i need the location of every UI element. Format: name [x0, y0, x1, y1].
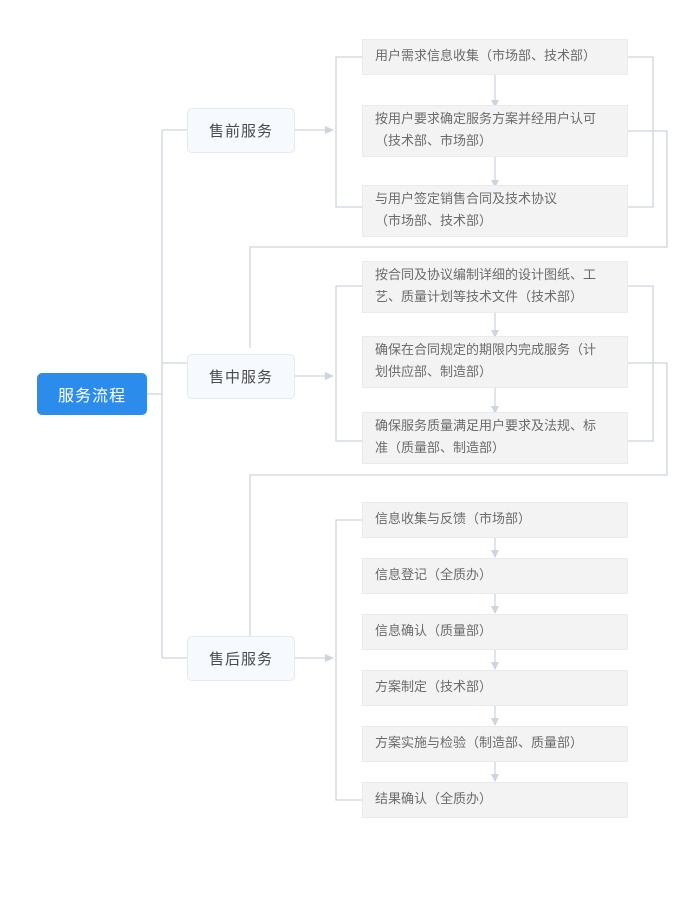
- step-line: 按合同及协议编制详细的设计图纸、工: [375, 268, 597, 283]
- step-lines: 确保服务质量满足用户要求及法规、标 准（质量部、制造部）: [375, 416, 596, 460]
- wire-insales-left-bracket: [335, 285, 362, 442]
- arrowhead-after-5-6: [491, 774, 499, 782]
- wire-presales-to-insales: [249, 130, 668, 348]
- step-line: 结果确认（全质办）: [375, 792, 493, 807]
- step-box[interactable]: 按合同及协议编制详细的设计图纸、工 艺、质量计划等技术文件（技术部）: [362, 261, 628, 313]
- wire-presales-right-bracket: [628, 56, 654, 208]
- arrowhead-aftersales: [325, 654, 334, 662]
- step-line: 准（质量部、制造部）: [375, 441, 506, 456]
- arrowhead-presales: [325, 126, 334, 134]
- arrowhead-insales: [325, 372, 334, 380]
- arrowhead-after-1-2: [491, 550, 499, 558]
- step-box[interactable]: 与用户签定销售合同及技术协议 （市场部、技术部）: [362, 185, 628, 237]
- step-lines: 与用户签定销售合同及技术协议 （市场部、技术部）: [375, 189, 557, 233]
- step-line: 信息登记（全质办）: [375, 568, 493, 583]
- category-node-after-sales[interactable]: 售后服务: [187, 636, 295, 681]
- wire-insales-to-aftersales: [249, 362, 668, 636]
- root-node-label: 服务流程: [57, 386, 126, 405]
- step-lines: 按合同及协议编制详细的设计图纸、工 艺、质量计划等技术文件（技术部）: [375, 265, 596, 309]
- category-node-pre-sales[interactable]: 售前服务: [187, 108, 295, 153]
- step-line: 艺、质量计划等技术文件（技术部）: [375, 290, 584, 305]
- arrowhead-after-3-4: [491, 662, 499, 670]
- wire-presales-left-bracket: [335, 56, 362, 208]
- root-node[interactable]: 服务流程: [37, 373, 147, 415]
- step-line: 与用户签定销售合同及技术协议: [375, 192, 558, 207]
- step-line: 信息收集与反馈（市场部）: [375, 512, 532, 527]
- step-line: 划供应部、制造部）: [375, 365, 493, 380]
- step-line: 确保服务质量满足用户要求及法规、标: [375, 419, 597, 434]
- step-box[interactable]: 按用户要求确定服务方案并经用户认可 （技术部、市场部）: [362, 105, 628, 157]
- category-label-after-sales: 售后服务: [208, 650, 273, 668]
- category-label-pre-sales: 售前服务: [208, 122, 273, 140]
- category-label-in-sales: 售中服务: [208, 368, 273, 386]
- step-line: 信息确认（质量部）: [375, 624, 493, 639]
- wire-insales-right-bracket: [628, 285, 654, 442]
- wire-aftersales-left-bracket: [335, 519, 362, 801]
- step-line: （技术部、市场部）: [375, 134, 493, 149]
- step-box[interactable]: 确保在合同规定的期限内完成服务（计 划供应部、制造部）: [362, 336, 628, 388]
- step-line: 确保在合同规定的期限内完成服务（计: [375, 343, 597, 358]
- step-lines: 按用户要求确定服务方案并经用户认可 （技术部、市场部）: [375, 109, 596, 153]
- step-lines: 确保在合同规定的期限内完成服务（计 划供应部、制造部）: [375, 340, 596, 384]
- step-box[interactable]: 用户需求信息收集（市场部、技术部）: [362, 39, 628, 75]
- step-box[interactable]: 方案实施与检验（制造部、质量部）: [362, 726, 628, 762]
- step-line: 用户需求信息收集（市场部、技术部）: [375, 49, 597, 64]
- step-box[interactable]: 确保服务质量满足用户要求及法规、标 准（质量部、制造部）: [362, 412, 628, 464]
- step-box[interactable]: 结果确认（全质办）: [362, 782, 628, 818]
- step-line: 方案制定（技术部）: [375, 680, 493, 695]
- step-box[interactable]: 信息收集与反馈（市场部）: [362, 502, 628, 538]
- step-line: 方案实施与检验（制造部、质量部）: [375, 736, 584, 751]
- step-box[interactable]: 信息登记（全质办）: [362, 558, 628, 594]
- step-line: 按用户要求确定服务方案并经用户认可: [375, 112, 597, 127]
- step-line: （市场部、技术部）: [375, 214, 493, 229]
- arrowhead-after-4-5: [491, 718, 499, 726]
- step-box[interactable]: 信息确认（质量部）: [362, 614, 628, 650]
- category-node-in-sales[interactable]: 售中服务: [187, 354, 295, 399]
- step-box[interactable]: 方案制定（技术部）: [362, 670, 628, 706]
- arrowhead-after-2-3: [491, 606, 499, 614]
